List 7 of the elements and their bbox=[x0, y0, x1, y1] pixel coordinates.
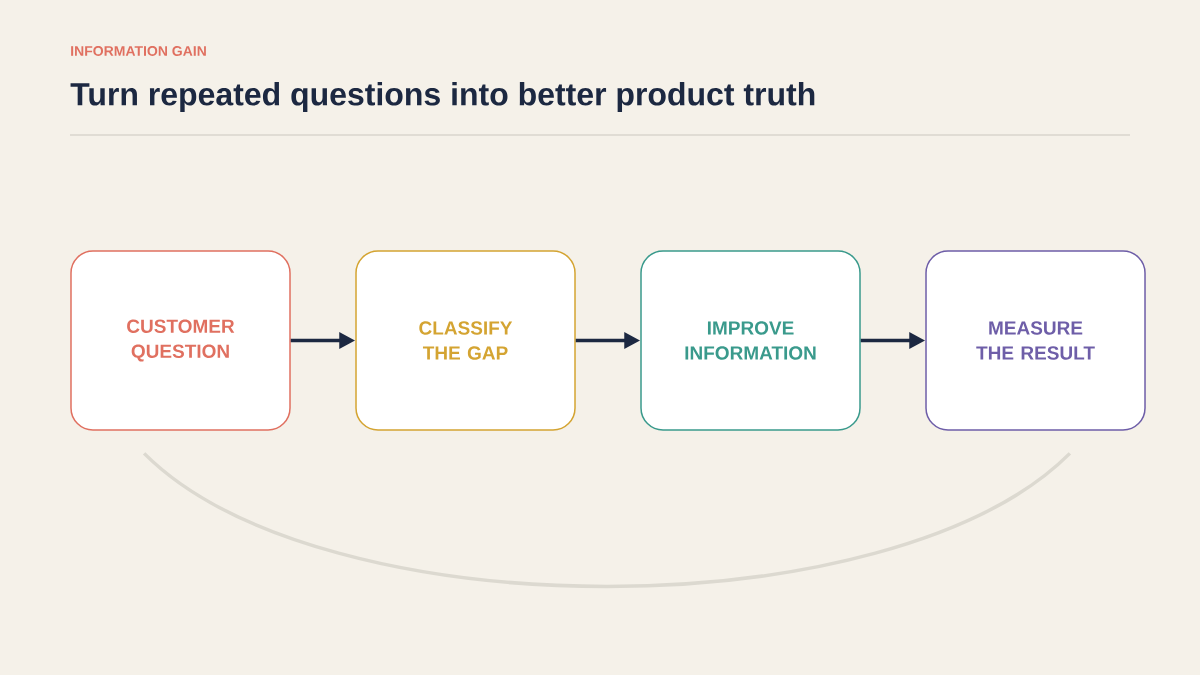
eyebrow-label: INFORMATION GAIN bbox=[71, 46, 206, 56]
step-box: CUSTOMER QUESTION bbox=[70, 250, 291, 431]
step-box: MEASURE THE RESULT bbox=[925, 250, 1146, 431]
step-box: IMPROVE INFORMATION bbox=[640, 250, 861, 431]
loop-arc bbox=[143, 452, 1071, 588]
title: Turn repeated questions into better product truth bbox=[70, 82, 815, 112]
step-box: CLASSIFY THE GAP bbox=[355, 250, 576, 431]
